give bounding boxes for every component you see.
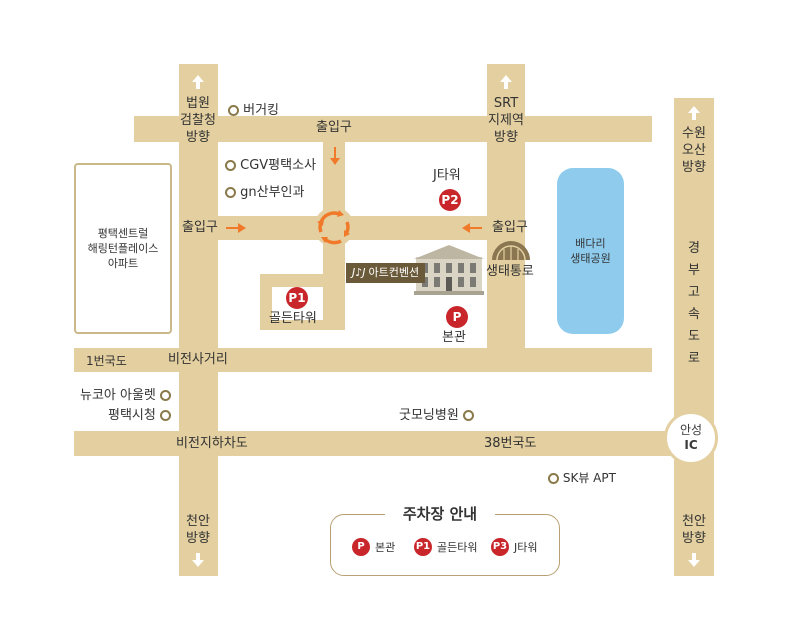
arrow-down-icon [688, 553, 700, 567]
entrance-arrow-right-icon [226, 223, 246, 233]
arrow-up-icon [500, 75, 512, 89]
parking-p2-badge: P2 [439, 189, 461, 211]
arrow-down-icon [192, 553, 204, 567]
poi-marker-icon [548, 473, 559, 484]
road-right-vertical [674, 98, 714, 576]
route1-label: 1번국도 [86, 354, 127, 368]
poi-marker-icon [225, 160, 236, 171]
main-hall-label: 본관 [442, 330, 466, 345]
road-left-vertical [179, 64, 218, 576]
poi-cgv: CGV평택소사 [225, 158, 316, 174]
entrance-arrow-down-icon [330, 147, 340, 165]
underpass-label: 비전지하차도 [176, 436, 248, 451]
parking-legend-title: 주차장 안내 [385, 503, 495, 524]
poi-burgerking: 버거킹 [228, 103, 279, 119]
parking-p3-badge-icon: P3 [491, 538, 509, 556]
poi-skview: SK뷰 APT [548, 470, 616, 486]
road-route1 [74, 348, 652, 372]
poi-marker-icon [160, 390, 172, 401]
poi-goodmorning: 굿모닝병원 [399, 408, 474, 424]
road-center-vertical [487, 64, 525, 354]
road-top-horizontal [134, 116, 652, 142]
eco-bridge-label: 생태통로 [486, 264, 534, 279]
poi-cityhall: 평택시청 [108, 408, 171, 424]
road-route38 [74, 431, 714, 456]
poi-marker-icon [225, 187, 236, 198]
poi-marker-icon [462, 410, 474, 421]
route38-label: 38번국도 [484, 436, 537, 451]
golden-tower-label: 골든타워 [269, 311, 317, 326]
entrance-arrow-left-icon [462, 223, 482, 233]
poi-gn-clinic: gn산부인과 [225, 185, 304, 201]
entrance-right-label: 출입구 [492, 220, 528, 235]
entrance-left-label: 출입구 [182, 220, 218, 235]
jtower-label: J타워 [433, 168, 461, 183]
intersection-label: 비전사거리 [168, 352, 228, 367]
parking-main-badge: P [446, 306, 468, 328]
poi-marker-icon [159, 410, 171, 421]
arrow-up-icon [192, 75, 204, 89]
parking-p1-badge-icon: P1 [414, 538, 432, 556]
entrance-top-label: 출입구 [316, 120, 352, 135]
eco-bridge-icon [492, 241, 530, 260]
roundabout-icon [314, 207, 354, 247]
parking-p1-badge: P1 [286, 287, 308, 309]
poi-marker-icon [228, 105, 239, 116]
arrow-up-icon [688, 106, 700, 120]
poi-newcore: 뉴코아 아울렛 [80, 388, 172, 404]
parking-p-badge-icon: P [352, 538, 370, 556]
